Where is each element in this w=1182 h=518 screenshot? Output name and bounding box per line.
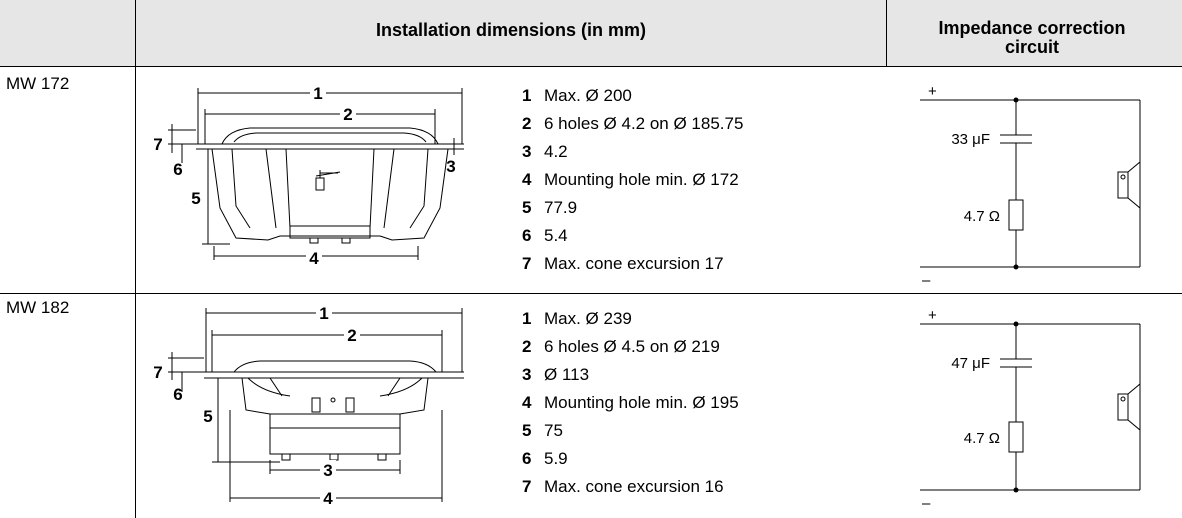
speaker-drawing-mw172: 1 2 3 4 5 6 7 <box>153 83 464 268</box>
dim-label-3: 3 <box>323 461 332 480</box>
installation-dimensions-header: Installation dimensions (in mm) <box>375 20 647 40</box>
resistor-label: 4.7 Ω <box>964 430 1000 447</box>
impedance-header-line2: circuit <box>1004 37 1060 57</box>
dim-label-7: 7 <box>153 363 162 382</box>
minus-terminal-label: – <box>922 272 931 289</box>
plus-terminal-label: + <box>928 83 937 100</box>
dim-label-4: 4 <box>323 489 333 508</box>
capacitor-label: 33 μF <box>951 131 990 148</box>
impedance-circuit-header: Impedance correction circuit <box>887 19 1177 57</box>
column-divider-header <box>886 0 887 66</box>
dim-label-6: 6 <box>173 160 182 179</box>
dim-label-7: 7 <box>153 135 162 154</box>
column-divider-model <box>135 0 136 518</box>
header-divider <box>0 66 1182 67</box>
dim-label-4: 4 <box>309 249 319 268</box>
impedance-circuit-mw172: + – 33 μF 4.7 Ω <box>920 83 1141 289</box>
dim-label-2: 2 <box>347 326 356 345</box>
table-header <box>0 0 1182 66</box>
dim-label-2: 2 <box>343 105 352 124</box>
minus-terminal-label: – <box>922 495 931 512</box>
dim-label-3: 3 <box>446 157 455 176</box>
model-name-mw182: MW 182 <box>6 298 70 317</box>
dim-label-1: 1 <box>319 304 328 323</box>
dim-label-5: 5 <box>203 407 212 426</box>
capacitor-label: 47 μF <box>951 355 990 372</box>
model-name-mw172: MW 172 <box>6 74 70 93</box>
resistor-label: 4.7 Ω <box>964 208 1000 225</box>
speaker-drawing-mw182: 1 2 3 4 5 6 7 <box>153 303 464 508</box>
impedance-circuit-mw182: + – 47 μF 4.7 Ω <box>920 307 1141 512</box>
dim-label-6: 6 <box>173 385 182 404</box>
plus-terminal-label: + <box>928 307 937 324</box>
row-divider <box>0 293 1182 294</box>
impedance-header-line1: Impedance correction <box>938 18 1126 38</box>
dim-label-5: 5 <box>191 189 200 208</box>
dim-label-1: 1 <box>313 84 322 103</box>
